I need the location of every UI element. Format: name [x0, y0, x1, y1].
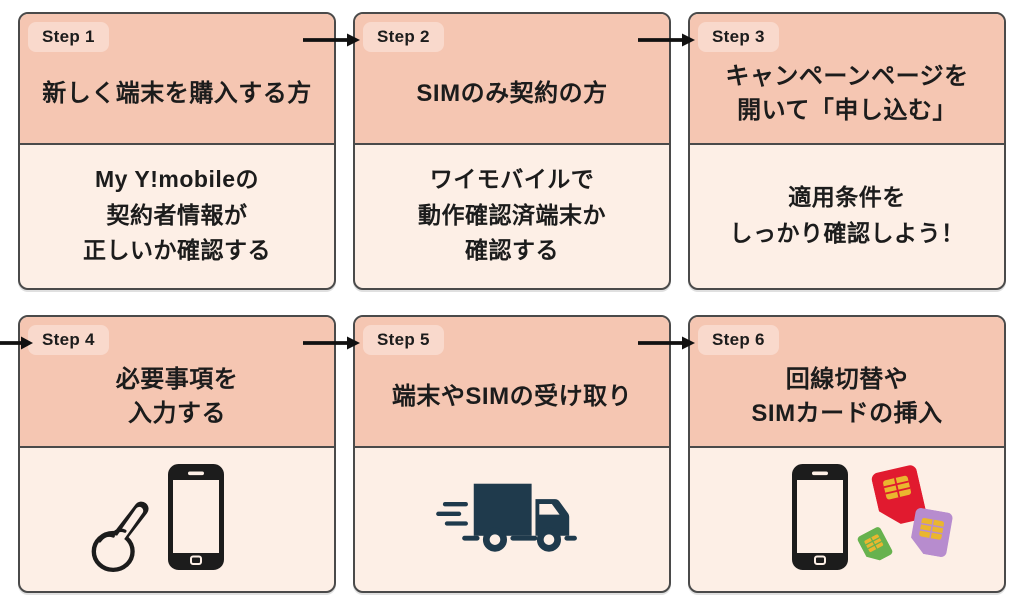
step4-body: [20, 448, 334, 589]
step1-body-text: My Y!mobileの 契約者情報が 正しいか確認する: [83, 166, 271, 264]
arrow-step2-to-step3-icon: [638, 32, 696, 48]
step5-title: 端末やSIMの受け取り: [391, 382, 633, 410]
arrow-step3-to-step4-icon: [0, 335, 34, 351]
step3-badge: Step 3: [698, 22, 779, 52]
step4-title: 必要事項を 入力する: [115, 365, 239, 427]
step5-body: [355, 448, 669, 589]
step1-badge: Step 1: [28, 22, 109, 52]
step6-card: Step 6 回線切替や SIMカードの挿入: [688, 315, 1006, 593]
step5-badge: Step 5: [363, 325, 444, 355]
step5-header: Step 5 端末やSIMの受け取り: [355, 317, 669, 448]
step4-badge: Step 4: [28, 325, 109, 355]
pointing-hand-icon: [88, 496, 150, 574]
arrow-step1-to-step2-icon: [303, 32, 361, 48]
sim-card-green-icon: [856, 526, 894, 566]
step6-body: [690, 448, 1004, 589]
step4-header: Step 4 必要事項を 入力する: [20, 317, 334, 448]
step6-badge: Step 6: [698, 325, 779, 355]
arrow-step5-to-step6-icon: [638, 335, 696, 351]
step2-card: Step 2 SIMのみ契約の方 ワイモバイルで 動作確認済端末か 確認する: [353, 12, 671, 290]
sim-card-purple-icon: [908, 507, 953, 558]
step2-body-text: ワイモバイルで 動作確認済端末か 確認する: [418, 166, 606, 264]
step1-title: 新しく端末を購入する方: [42, 79, 312, 107]
step4-card: Step 4 必要事項を 入力する: [18, 315, 336, 593]
delivery-truck-icon: [435, 476, 580, 557]
step3-body: 適用条件を しっかり確認しよう！: [690, 145, 1004, 286]
arrow-step4-to-step5-icon: [303, 335, 361, 351]
step2-header: Step 2 SIMのみ契約の方: [355, 14, 669, 145]
smartphone-icon: [792, 464, 848, 570]
step6-header: Step 6 回線切替や SIMカードの挿入: [690, 317, 1004, 448]
step3-card: Step 3 キャンペーンページを 開いて「申し込む」 適用条件を しっかり確認…: [688, 12, 1006, 290]
step1-card: Step 1 新しく端末を購入する方 My Y!mobileの 契約者情報が 正…: [18, 12, 336, 290]
sim-card-red-icon: [870, 464, 927, 529]
step2-title: SIMのみ契約の方: [416, 79, 608, 107]
step3-body-text: 適用条件を しっかり確認しよう！: [729, 183, 965, 246]
step1-body: My Y!mobileの 契約者情報が 正しいか確認する: [20, 145, 334, 286]
step2-badge: Step 2: [363, 22, 444, 52]
step5-card: Step 5 端末やSIMの受け取り: [353, 315, 671, 593]
step3-header: Step 3 キャンペーンページを 開いて「申し込む」: [690, 14, 1004, 145]
step2-body: ワイモバイルで 動作確認済端末か 確認する: [355, 145, 669, 286]
smartphone-icon: [168, 464, 224, 570]
step1-header: Step 1 新しく端末を購入する方: [20, 14, 334, 145]
step3-title: キャンペーンページを 開いて「申し込む」: [725, 62, 969, 124]
step6-title: 回線切替や SIMカードの挿入: [751, 365, 943, 427]
